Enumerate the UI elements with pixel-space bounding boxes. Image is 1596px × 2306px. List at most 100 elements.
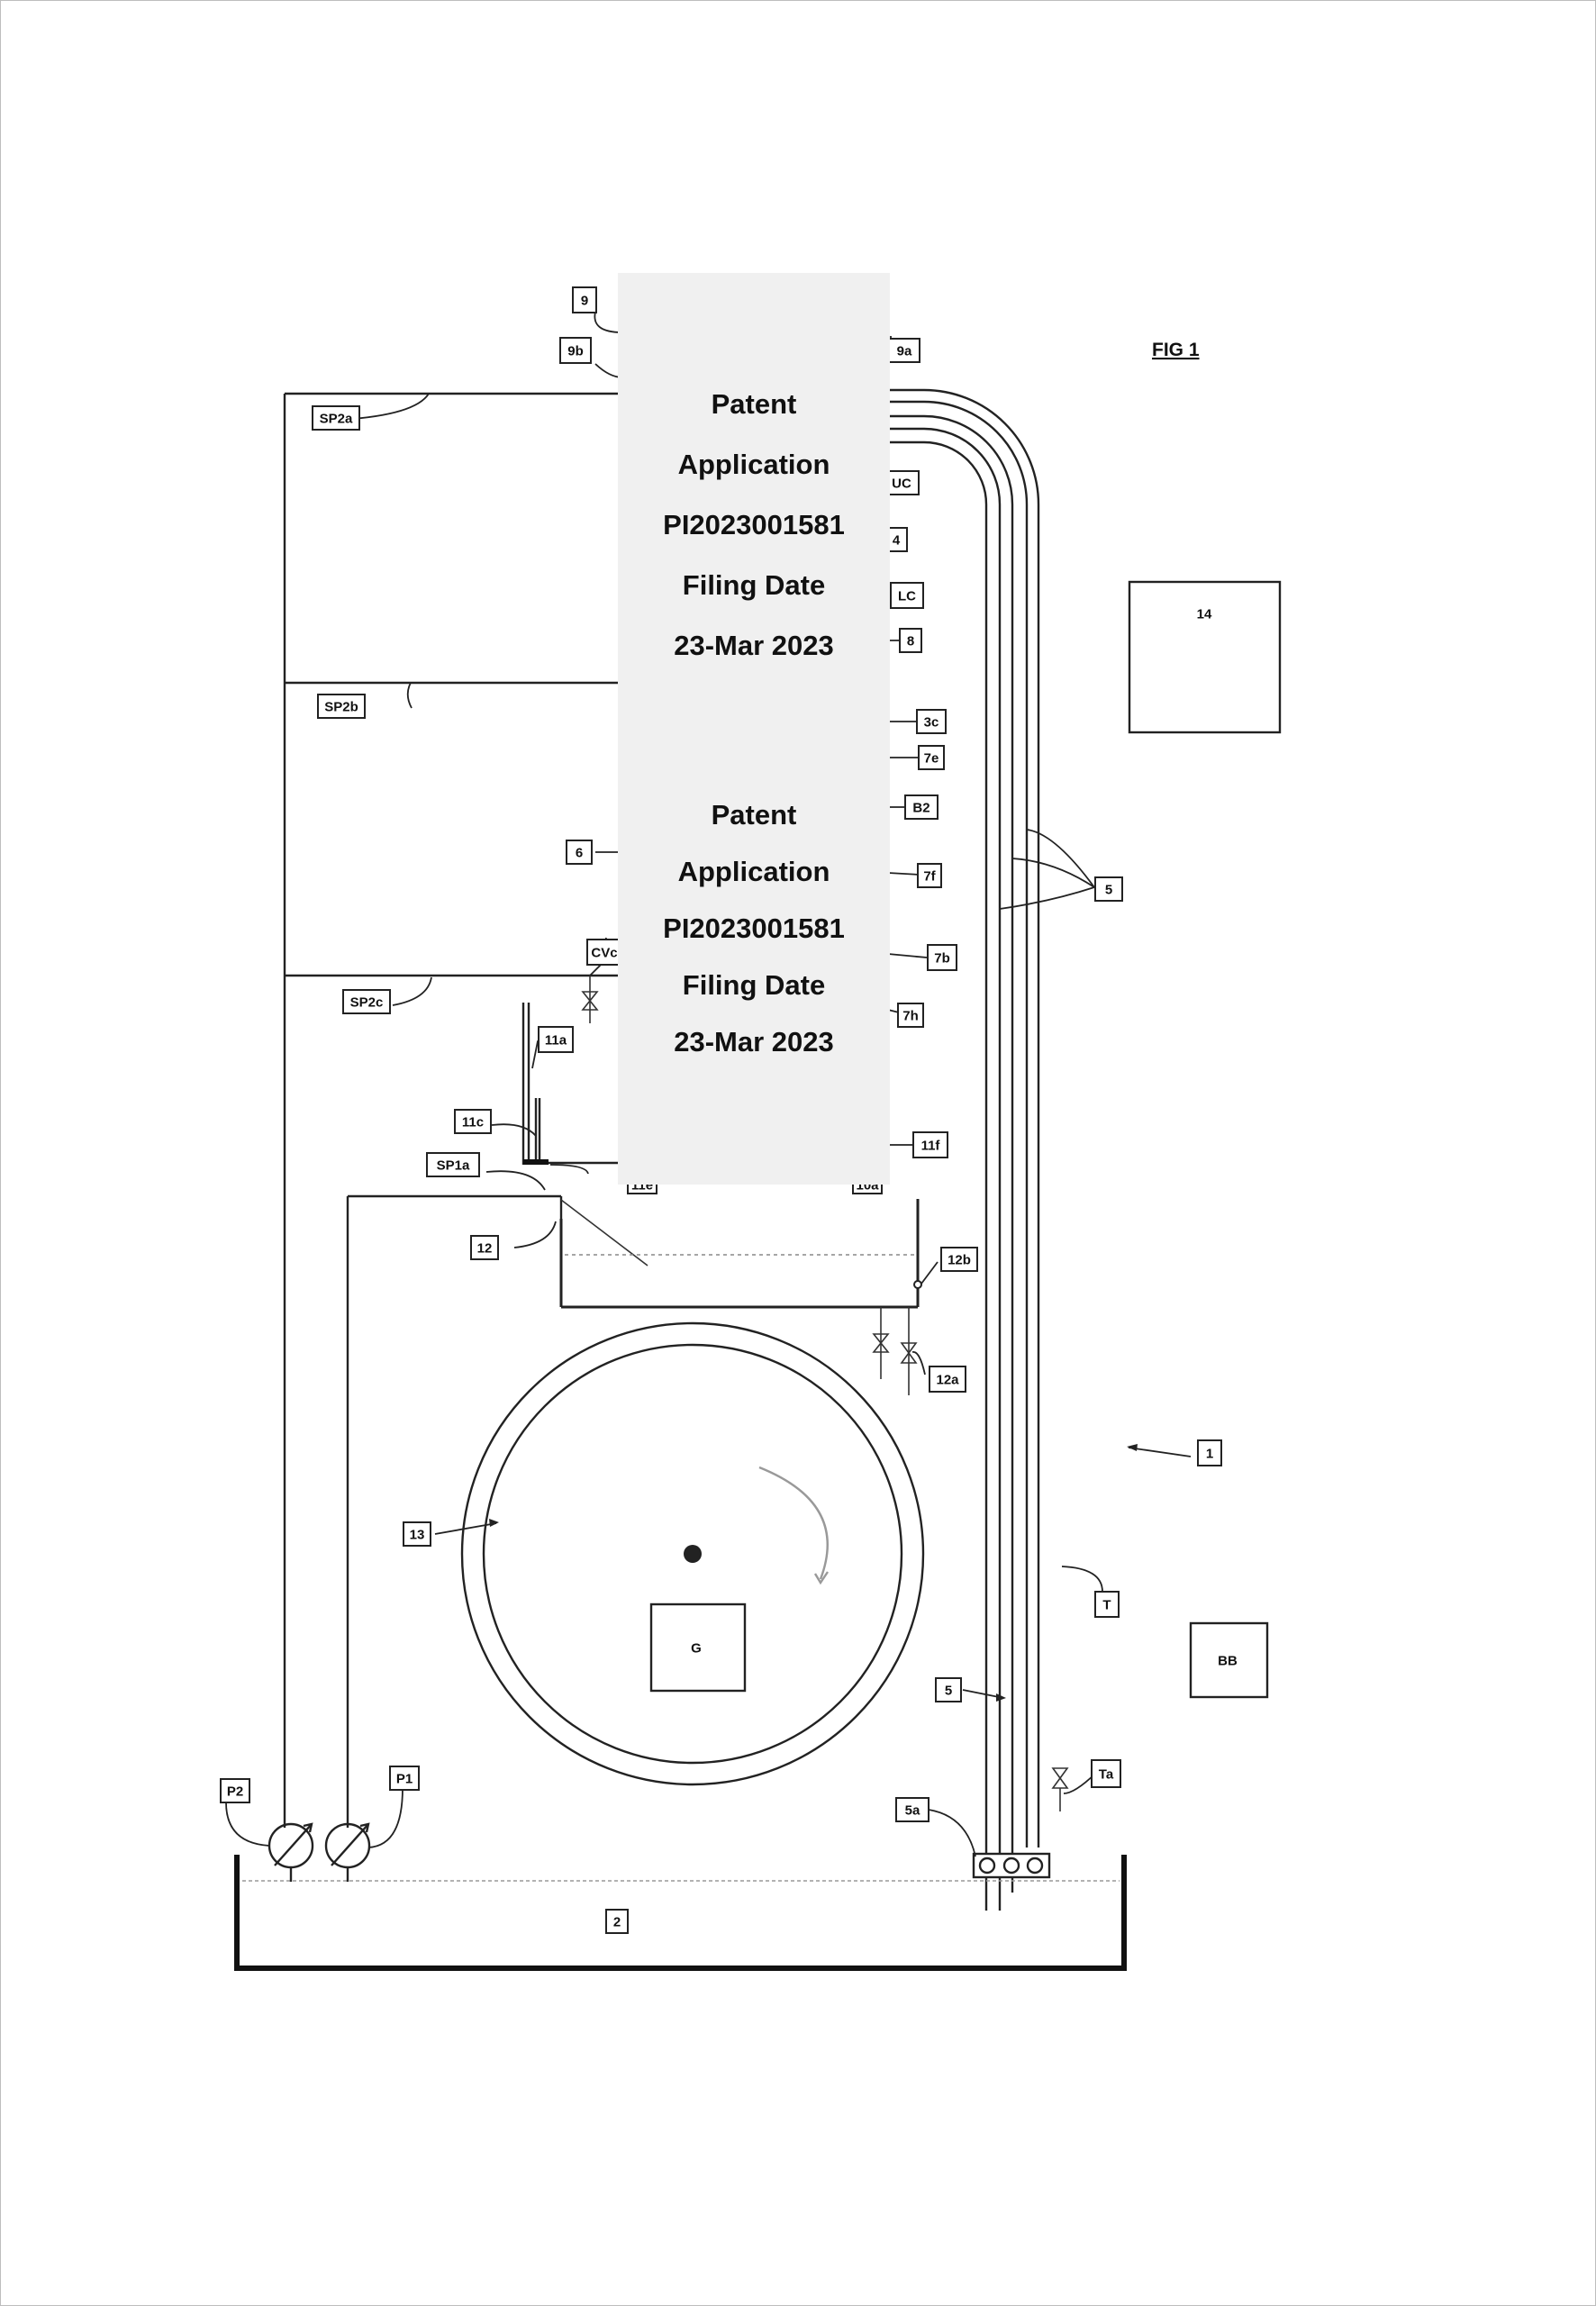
- reference-label-5a: 5a: [895, 1797, 929, 1822]
- basin-2: [234, 1855, 1127, 1971]
- reference-label-3c: 3c: [916, 709, 947, 734]
- label-text: SP2a: [320, 412, 353, 427]
- reference-label-13: 13: [403, 1521, 431, 1547]
- label-text: 9: [581, 294, 588, 309]
- label-text: 6: [576, 846, 583, 861]
- stamp-line: Application: [677, 856, 830, 887]
- label-frame: [904, 794, 939, 820]
- label-text: 13: [410, 1528, 425, 1543]
- label-text: P2: [227, 1784, 243, 1800]
- label-text: P1: [396, 1772, 413, 1787]
- label-frame: [940, 1247, 978, 1272]
- label-text: 7b: [934, 951, 950, 967]
- stamp-line: Filing Date: [682, 969, 826, 1001]
- reference-label-sp1a: SP1a: [426, 1152, 480, 1177]
- reference-label-5-lower: 5: [935, 1677, 962, 1702]
- label-frame: [935, 1677, 962, 1702]
- reference-label-p1: P1: [389, 1766, 420, 1791]
- label-frame: [899, 628, 922, 653]
- stamp-line: Filing Date: [682, 569, 826, 601]
- label-text: SP2c: [350, 995, 384, 1011]
- label-text: SP2b: [324, 700, 358, 715]
- stamp-line: Patent: [711, 799, 797, 831]
- vessel-11: [521, 976, 622, 1165]
- stamp-line: PI2023001581: [663, 509, 845, 540]
- label-text: 7f: [923, 869, 936, 885]
- label-text: 9b: [567, 344, 584, 359]
- label-text: 8: [907, 634, 914, 649]
- reference-label-6: 6: [566, 840, 593, 865]
- label-frame: [342, 989, 391, 1014]
- label-text: 7e: [924, 751, 939, 767]
- reference-label-sp2a: SP2a: [312, 405, 360, 431]
- label-text: 5: [1105, 883, 1112, 898]
- label-text: BB: [1218, 1654, 1238, 1669]
- reference-label-lc: LC: [890, 582, 924, 609]
- label-frame: [916, 709, 947, 734]
- reference-label-7f: 7f: [917, 863, 942, 888]
- wheel-13: [460, 1321, 925, 1786]
- label-frame: [917, 863, 942, 888]
- reference-label-2: 2: [605, 1909, 629, 1934]
- tank-12: [559, 1199, 922, 1395]
- label-frame: [426, 1152, 480, 1177]
- reference-label-11f: 11f: [912, 1131, 948, 1158]
- reference-label-12b: 12b: [940, 1247, 978, 1272]
- label-text: LC: [898, 589, 916, 604]
- reference-label-9b: 9b: [559, 337, 592, 364]
- label-text: 7h: [902, 1009, 919, 1024]
- reference-label-b2: B2: [904, 794, 939, 820]
- label-frame: [586, 939, 622, 966]
- box-bb: [1189, 1621, 1269, 1699]
- label-text: 11f: [921, 1139, 941, 1154]
- label-frame: [929, 1366, 966, 1393]
- reference-label-9a: 9a: [888, 338, 920, 363]
- label-frame: [454, 1109, 492, 1134]
- box-14: [1128, 580, 1282, 734]
- label-text: 3c: [924, 715, 939, 731]
- label-frame: [918, 745, 945, 770]
- pump-p2: [268, 1822, 314, 1882]
- stamp-line: 23-Mar 2023: [674, 1026, 834, 1058]
- label-frame: [220, 1778, 250, 1803]
- label-frame: [605, 1909, 629, 1934]
- label-frame: [566, 840, 593, 865]
- reference-label-1: 1: [1197, 1439, 1222, 1466]
- reference-label-cvc: CVc: [586, 939, 622, 966]
- label-text: Ta: [1099, 1767, 1114, 1783]
- leader-lines: [225, 311, 1192, 1857]
- label-text: 5: [945, 1684, 952, 1699]
- reference-label-11c: 11c: [454, 1109, 492, 1134]
- label-text: T: [1102, 1598, 1111, 1613]
- reference-label-7b: 7b: [927, 944, 957, 971]
- reference-label-bb: BB: [1218, 1654, 1238, 1669]
- reference-label-7h: 7h: [897, 1003, 924, 1028]
- label-frame: [389, 1766, 420, 1791]
- label-frame: [470, 1235, 499, 1260]
- label-text: 14: [1197, 607, 1212, 622]
- label-frame: [403, 1521, 431, 1547]
- label-frame: [317, 694, 366, 719]
- label-text: 2: [613, 1915, 621, 1930]
- label-text: G: [691, 1641, 702, 1657]
- reference-label-7e: 7e: [918, 745, 945, 770]
- reference-label-g: G: [691, 1641, 702, 1657]
- pump-p1: [324, 1822, 371, 1882]
- label-text: SP1a: [437, 1158, 470, 1174]
- label-frame: [1197, 1439, 1222, 1466]
- stamp-line: Application: [677, 449, 830, 480]
- label-text: 9a: [897, 344, 912, 359]
- label-frame: [1094, 1591, 1120, 1618]
- label-frame: [1094, 876, 1123, 902]
- reference-label-sp2b: SP2b: [317, 694, 366, 719]
- reference-label-12a: 12a: [929, 1366, 966, 1393]
- figure-title: FIG 1: [1152, 340, 1200, 360]
- label-frame: [895, 1797, 929, 1822]
- reference-label-uc: UC: [884, 470, 920, 495]
- label-frame: [890, 582, 924, 609]
- reference-label-p2: P2: [220, 1778, 250, 1803]
- label-text: 11a: [545, 1033, 567, 1049]
